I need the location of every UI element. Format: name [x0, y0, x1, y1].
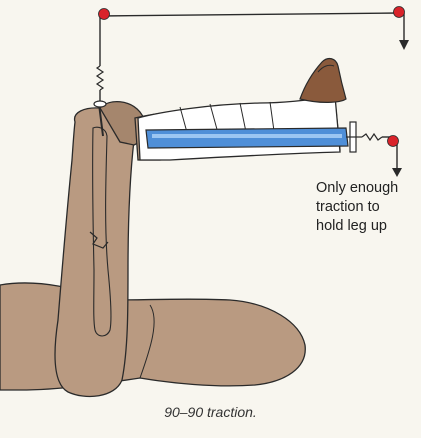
annotation-line: Only enough: [316, 180, 399, 196]
femur-outline: [92, 126, 112, 337]
pulley-icon: [98, 8, 110, 20]
overhead-rope: [99, 12, 401, 17]
pulley-icon: [387, 135, 399, 147]
thigh: [54, 107, 136, 398]
down-arrow-icon: [392, 168, 402, 177]
annotation-line: hold leg up: [316, 218, 387, 234]
spring-icon: [361, 132, 383, 142]
traction-annotation: Only enough traction to hold leg up: [316, 179, 420, 236]
annotation-line: traction to: [316, 199, 380, 215]
other-leg-crease: [139, 304, 155, 379]
spring-icon: [95, 65, 105, 91]
fracture-line: [89, 231, 109, 249]
splint-highlight: [152, 134, 342, 138]
down-arrow-icon: [399, 40, 409, 50]
traction-pin-icon: [98, 103, 104, 137]
pulley-icon: [393, 6, 405, 18]
foot: [299, 57, 347, 103]
figure-caption: 90–90 traction.: [164, 404, 257, 420]
